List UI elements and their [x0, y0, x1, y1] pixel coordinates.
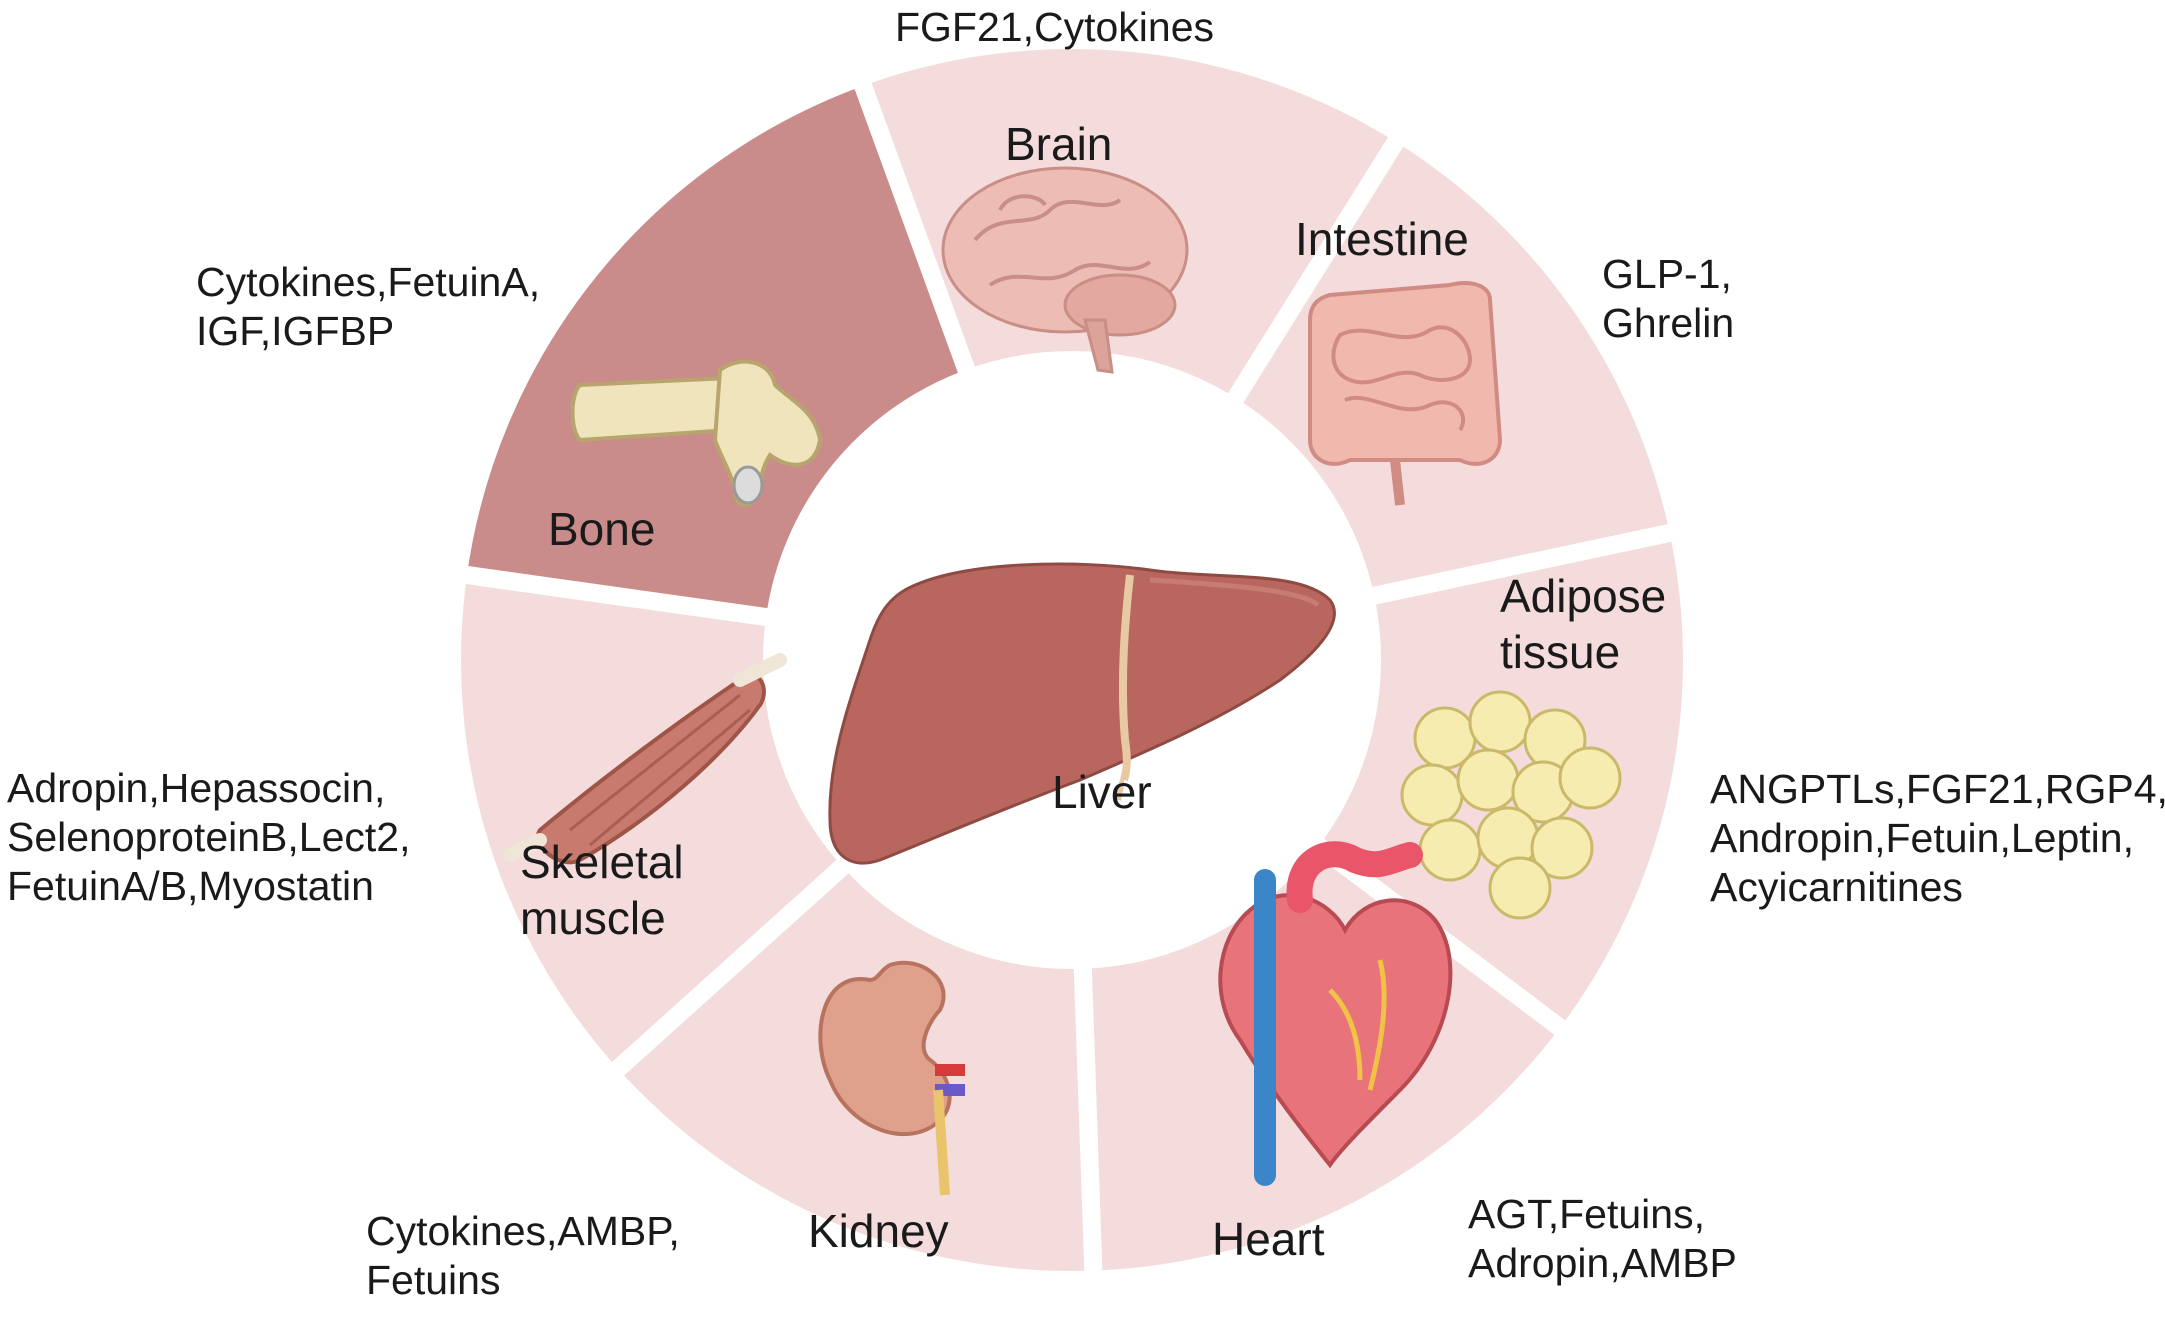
heart-factor-line: Adropin,AMBP [1468, 1240, 1737, 1286]
intestine-icon [1308, 281, 1503, 506]
fat-cell [1558, 746, 1622, 810]
fat-cell [1530, 816, 1594, 880]
heart-icon [1218, 841, 1453, 1186]
intestine-factor-line: Ghrelin [1602, 300, 1735, 346]
bone-factors: Cytokines,FetuinA, IGF,IGFBP [196, 258, 540, 356]
kidney-factors: Cytokines,AMBP, Fetuins [366, 1207, 680, 1305]
bone-factor-line: IGF,IGFBP [196, 308, 395, 354]
fat-cell [1418, 818, 1482, 882]
adipose-factor-line: Andropin,Fetuin,Leptin, [1710, 815, 2134, 861]
bone-factor-line: Cytokines,FetuinA, [196, 259, 541, 305]
adipose-cells-icon [1400, 690, 1622, 920]
adipose-label-line1: Adipose [1500, 570, 1666, 622]
adipose-factor-line: Acyicarnitines [1710, 864, 1963, 910]
fat-cell [1488, 856, 1552, 920]
liver-label: Liver [1052, 766, 1152, 818]
bone-label: Bone [548, 503, 655, 555]
adipose-factor-line: ANGPTLs,FGF21,RGP4, [1710, 766, 2165, 812]
skeletal-muscle-factor-line: Adropin,Hepassocin, [7, 765, 386, 811]
skeletal-muscle-label-line1: Skeletal [520, 836, 684, 888]
adipose-label-line2: tissue [1500, 626, 1620, 678]
adipose-factors: ANGPTLs,FGF21,RGP4, Andropin,Fetuin,Lept… [1710, 765, 2165, 912]
kidney-label: Kidney [808, 1205, 949, 1257]
brain-icon [941, 166, 1189, 374]
kidney-factor-line: Cytokines,AMBP, [366, 1208, 680, 1254]
intestine-label: Intestine [1295, 213, 1469, 265]
skeletal-muscle-label-line2: muscle [520, 892, 666, 944]
brain-factors: FGF21,Cytokines [895, 3, 1214, 52]
kidney-icon [818, 960, 965, 1196]
heart-label: Heart [1212, 1213, 1325, 1265]
intestine-factor-line: GLP-1, [1602, 251, 1732, 297]
skeletal-muscle-factor-line: SelenoproteinB,Lect2, [7, 814, 411, 860]
fat-cell [1456, 748, 1520, 812]
fat-cell [1400, 763, 1464, 827]
skeletal-muscle-factor-line: FetuinA/B,Myostatin [7, 863, 374, 909]
bone-icon [570, 359, 823, 508]
kidney-factor-line: Fetuins [366, 1257, 501, 1303]
skeletal-muscle-icon [503, 653, 787, 865]
brain-label: Brain [1005, 118, 1112, 170]
intestine-factors: GLP-1, Ghrelin [1602, 250, 1734, 348]
brain-factor-line: FGF21,Cytokines [895, 4, 1214, 50]
skeletal-muscle-factors: Adropin,Hepassocin, SelenoproteinB,Lect2… [7, 764, 410, 911]
heart-factors: AGT,Fetuins, Adropin,AMBP [1468, 1190, 1737, 1288]
bone-segment [447, 65, 981, 629]
fat-cell [1468, 690, 1532, 754]
liver-icon [828, 562, 1336, 865]
heart-factor-line: AGT,Fetuins, [1468, 1191, 1705, 1237]
